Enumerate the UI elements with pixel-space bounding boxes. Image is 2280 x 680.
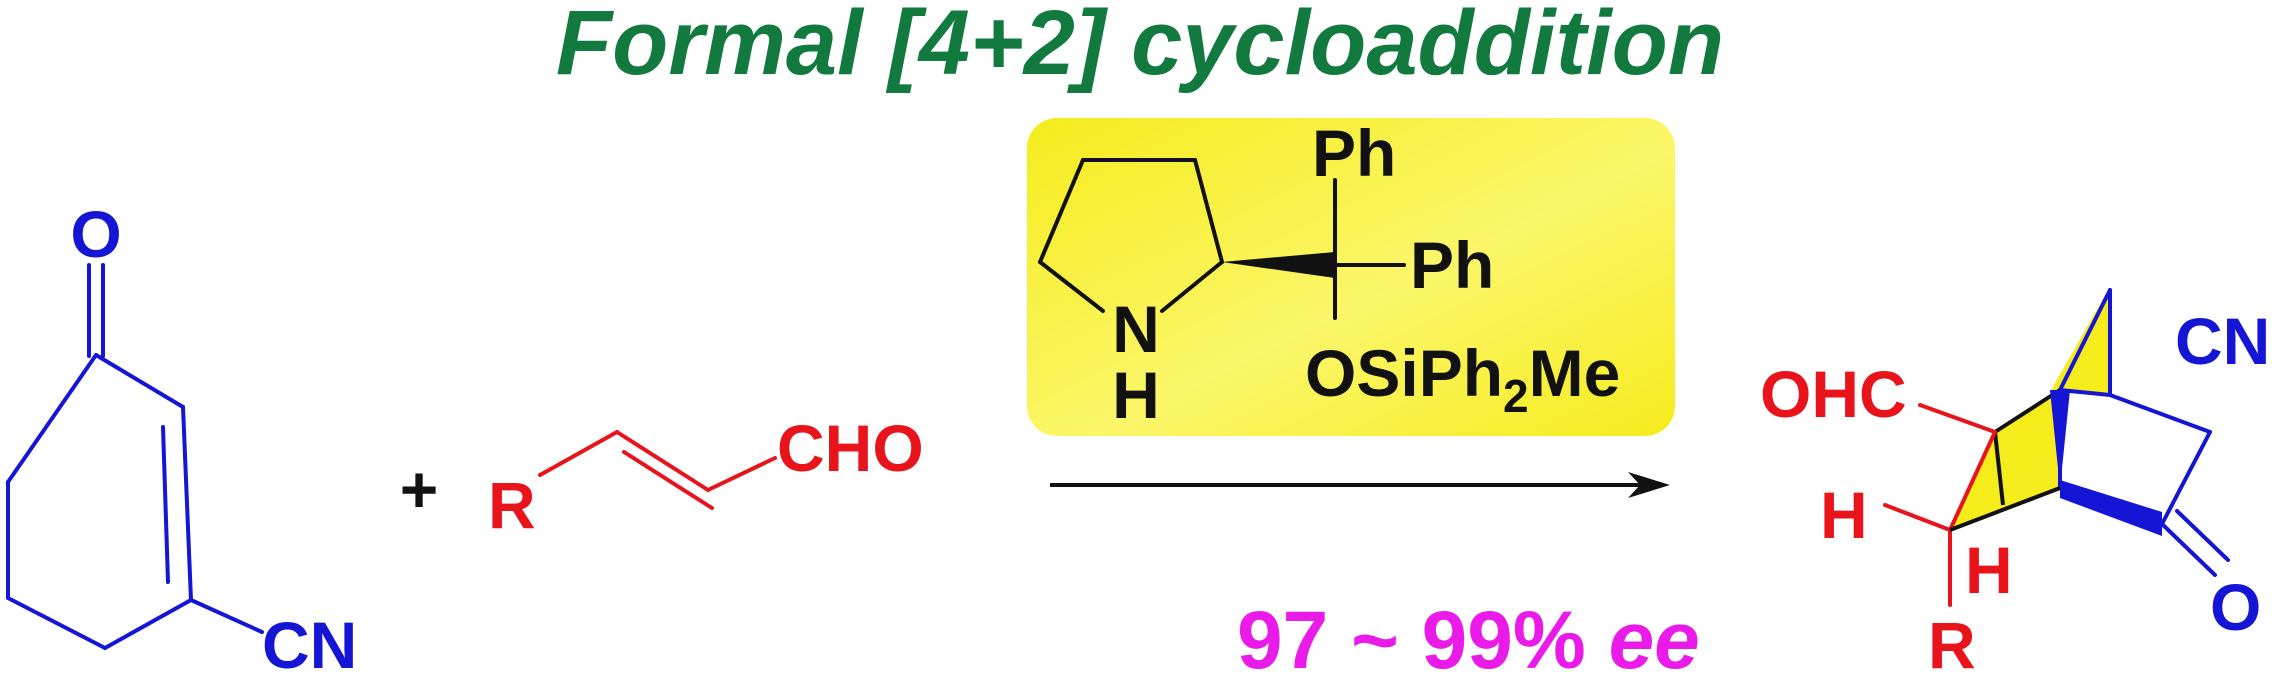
product-substituent-label: R <box>1928 608 1976 680</box>
pyrrolidine-nitrogen-label: N <box>1112 292 1160 366</box>
silyl-ether-main: OSiPh <box>1305 336 1503 410</box>
product-substituent-bonds <box>1883 403 1997 607</box>
silyl-ether-end: Me <box>1529 336 1621 410</box>
product-ketone-oxygen-label: O <box>2210 570 2261 644</box>
reaction-arrow-head <box>1628 472 1670 498</box>
product-front-wedge-vertical <box>2050 390 2070 488</box>
enal-aldehyde-label: CHO <box>777 411 924 485</box>
enal-substituent-label: R <box>488 468 536 542</box>
product-shaded-face-lower <box>1950 390 2060 530</box>
enantioselectivity-label: 97 ~ 99% ee <box>1237 595 1700 680</box>
enal <box>538 430 777 510</box>
product-aldehyde-label: OHC <box>1760 357 1907 431</box>
phenyl-top-label: Ph <box>1312 116 1396 190</box>
product-shaded-face-upper2 <box>2050 290 2110 392</box>
diphenylprolinol-silyl-ether <box>1038 158 1406 320</box>
silyl-ether-subscript: 2 <box>1503 370 1529 422</box>
product-front-wedge-horizontal <box>2060 480 2162 536</box>
nitrile-label: CN <box>262 608 357 680</box>
ee-value: 97 ~ 99% <box>1237 595 1586 680</box>
phenyl-right-label: Ph <box>1410 228 1494 302</box>
stereo-wedge-bond <box>1222 252 1335 278</box>
product-hydrogen-left-label: H <box>1820 478 1868 552</box>
product-front-bond <box>1949 486 2061 532</box>
cyclohexenone-nitrile <box>6 263 264 650</box>
catalyst-highlight-box <box>1027 118 1675 436</box>
pyrrolidine-hydrogen-label: H <box>1112 358 1160 432</box>
silyl-ether-label: OSiPh2Me <box>1305 336 1620 422</box>
product-nitrile-label: CN <box>2175 304 2270 378</box>
product-back-bond <box>1993 388 2062 434</box>
carbonyl-oxygen-label: O <box>70 197 121 271</box>
product-back-bond-2 <box>1993 431 2005 506</box>
product-hydrogen-center-label: H <box>1965 533 2013 607</box>
scheme-title: Formal [4+2] cycloaddition <box>556 0 1724 94</box>
plus-sign: + <box>400 452 439 526</box>
ee-unit: ee <box>1609 595 1700 680</box>
